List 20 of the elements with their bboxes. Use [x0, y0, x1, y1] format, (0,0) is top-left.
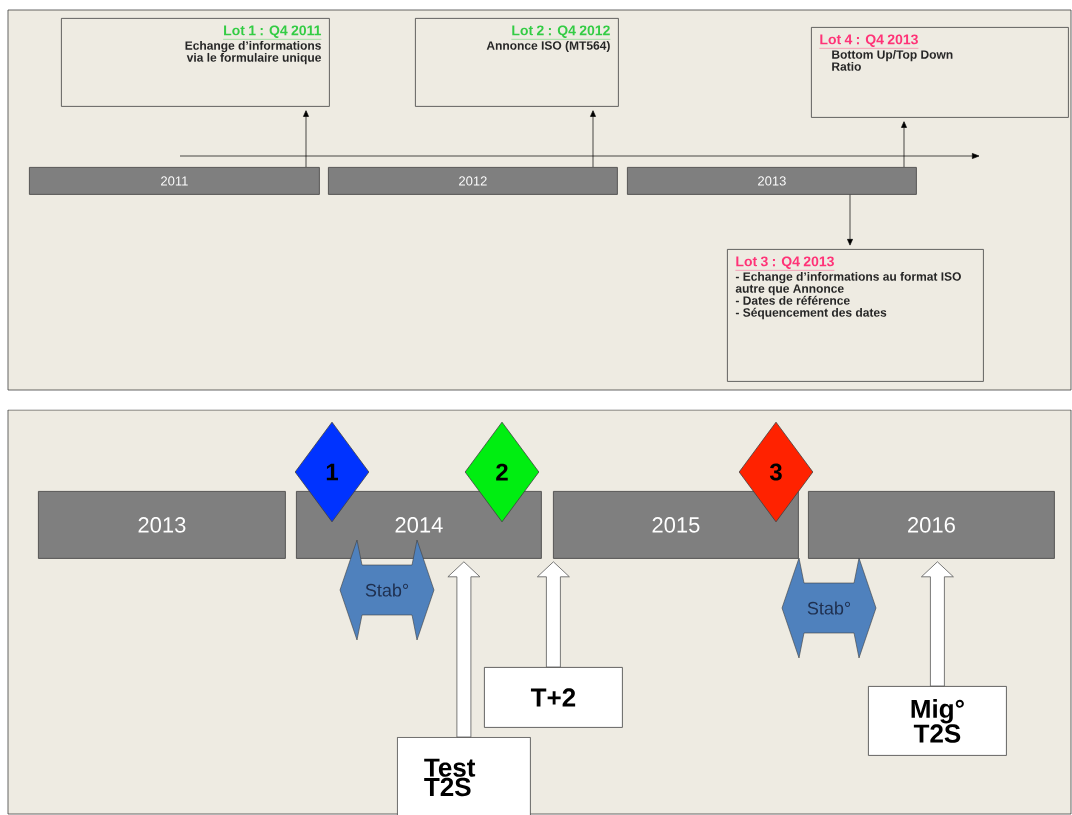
block-arrow — [921, 561, 954, 687]
block-arrow — [537, 561, 570, 668]
callout-box: T+2 — [484, 667, 623, 728]
arrow — [303, 110, 309, 168]
arrow — [847, 194, 853, 246]
callout-box: Test T2S — [397, 737, 531, 815]
year-bar: 2012 — [328, 167, 618, 195]
arrow — [590, 110, 596, 168]
milestone-box: Lot 2 : Q4 2012 Annonce ISO (MT564) — [415, 18, 619, 107]
milestone-box: Lot 4 : Q4 2013 Bottom Up/Top Down Ratio — [811, 27, 1069, 118]
year-bar: 2013 — [627, 167, 917, 195]
year-bar: 2016 — [808, 491, 1055, 559]
year-bar: 2015 — [553, 491, 799, 559]
year-bar: 2013 — [38, 491, 286, 559]
milestone-box: Lot 3 : Q4 2013 - Echange d’informations au format ISO autre que Annonce - Dates de référence - Séquencement des dates — [727, 249, 984, 382]
block-arrow — [447, 561, 481, 738]
arrow — [901, 121, 907, 168]
callout-box: Mig° T2S — [868, 686, 1007, 756]
year-bar: 2011 — [29, 167, 320, 195]
milestone-box: Lot 1 : Q4 2011 Echange d’informations via le formulaire unique — [61, 18, 330, 107]
